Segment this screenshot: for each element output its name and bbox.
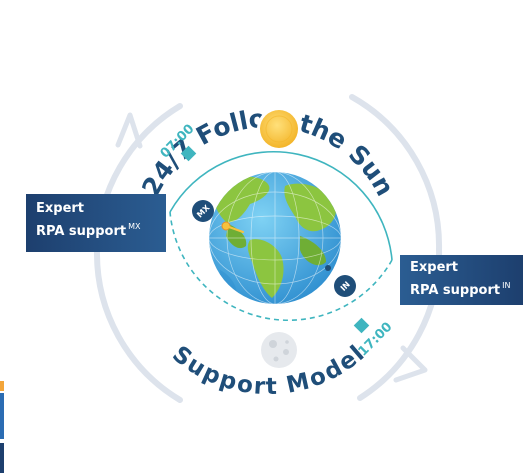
- sun-icon: [257, 107, 301, 151]
- mexico-location-pin: [221, 221, 244, 233]
- arrow-lower-right-icon: [393, 345, 428, 383]
- in-panel-line1: Expert: [410, 260, 459, 275]
- day-orbit: [169, 150, 393, 261]
- in-panel-sup: IN: [502, 281, 511, 290]
- edge-accent-blue: [0, 393, 4, 439]
- edge-accent-navy: [0, 443, 4, 473]
- night-orbit: [169, 211, 393, 322]
- mx-badge: MX: [192, 200, 214, 222]
- globe-icon: [209, 172, 341, 304]
- mx-panel-sup: MX: [128, 222, 141, 231]
- india-location-pin: [325, 265, 331, 271]
- in-panel-label: RPA support: [410, 283, 501, 298]
- evening-time-marker: 17:00: [353, 317, 395, 359]
- edge-accent-orange: [0, 381, 4, 391]
- moon-icon: [259, 330, 299, 370]
- mx-panel-line1: Expert: [36, 201, 85, 216]
- in-badge: IN: [334, 275, 356, 297]
- mx-panel-label: RPA support: [36, 224, 127, 239]
- arrow-upper-left-icon: [115, 112, 143, 149]
